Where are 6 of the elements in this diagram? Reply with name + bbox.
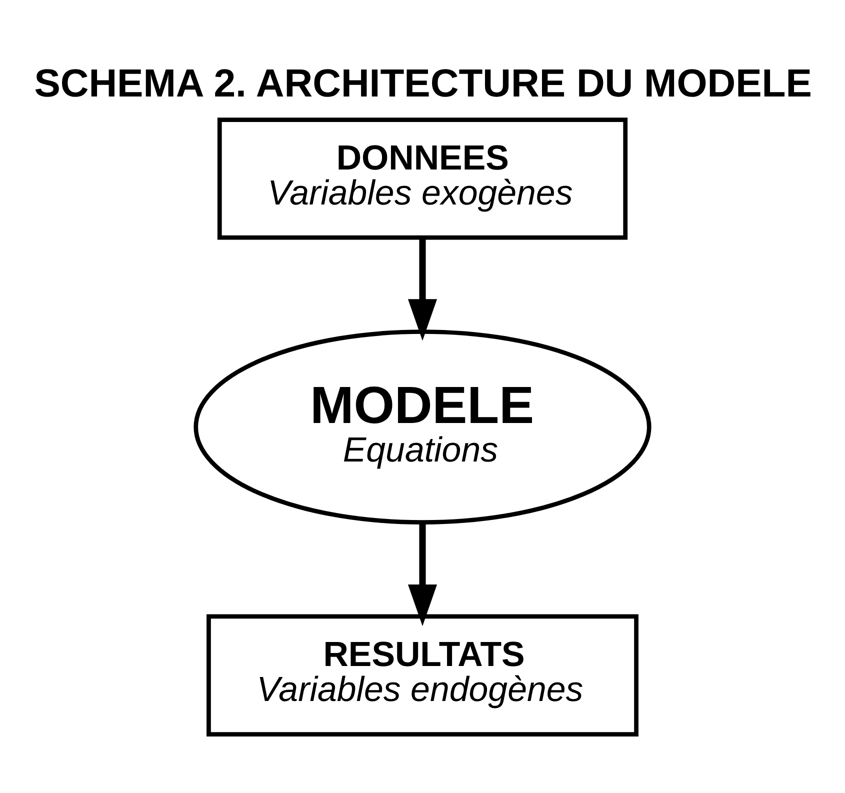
arrow: [408, 522, 438, 626]
node-box: DONNEES Variables exogènes: [217, 118, 628, 240]
node-ellipse: MODELE Equations: [194, 330, 652, 524]
arrow: [408, 238, 438, 341]
diagram-title: SCHEMA 2. ARCHITECTURE DU MODELE: [34, 62, 812, 106]
node-box: RESULTATS Variables endogènes: [206, 614, 638, 736]
